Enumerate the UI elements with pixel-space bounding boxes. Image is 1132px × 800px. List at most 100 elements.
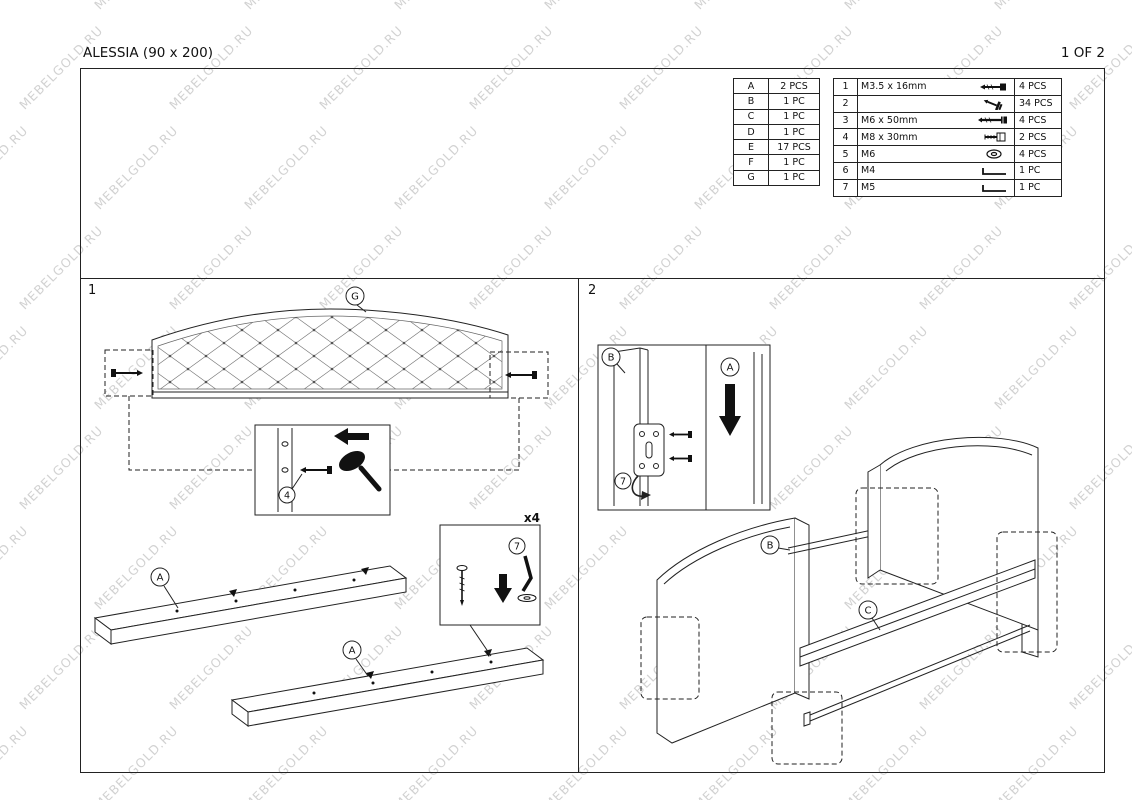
bracket-plate [633,423,665,477]
label-a-upper: A [150,567,179,609]
hardware-num: 7 [833,178,858,197]
svg-text:G: G [351,292,359,303]
step1-number: 1 [88,283,97,298]
step2-illustration: 7 B A [597,344,1058,765]
bracket-screws [669,431,692,462]
hardware-num: 2 [833,94,858,113]
part-label: C [733,108,769,125]
part-label: D [733,123,769,141]
part-qty: 1 PC [768,123,820,141]
hardware-spec: M6 [861,148,876,160]
svg-text:A: A [157,573,164,584]
sheet-border [80,68,1105,773]
dashed-highlight [996,531,1058,653]
hardware-qty: 4 PCS [1014,111,1062,130]
hardware-qty: 34 PCS [1014,94,1062,113]
allen-key-icon [982,167,1006,175]
hardware-spec: M3.5 x 16mm [861,81,927,93]
svg-text:A: A [727,363,734,374]
position-arrow [366,671,374,679]
part-label: B [733,93,769,110]
multiplier-label: x4 [524,511,540,525]
short-screw-icon [983,99,1003,110]
part-label: F [733,154,769,171]
screw-detail-box: x4 7 [439,511,541,657]
label-7: 7 [508,537,526,555]
bolt-icon [505,371,537,379]
hardware-qty: 4 PCS [1014,145,1062,163]
callout-connector-left [128,396,255,471]
hardware-qty: 1 PC [1014,161,1062,180]
hardware-spec: M8 x 30mm [861,131,918,143]
table-row: 2 34 PCS [833,94,1062,113]
bolt-icon [300,466,332,474]
part-label: A [733,77,769,95]
hardware-num: 1 [833,78,858,96]
callout-connector-right [390,398,520,471]
bracket-detail-box: 7 B A [597,344,771,511]
bolt-icon [978,116,1007,124]
wood-screw-icon [980,83,1006,91]
hardware-qty: 4 PCS [1014,78,1062,96]
label-a-detail: A [720,357,740,377]
metal-rail-lower [803,624,1031,727]
down-arrow-icon [719,384,741,436]
hardware-num: 3 [833,111,858,130]
dashed-highlight [640,616,700,700]
svg-text:7: 7 [620,477,626,488]
part-qty: 1 PC [768,93,820,110]
hook-arrow-icon [631,475,651,500]
svg-text:4: 4 [284,491,290,502]
hardware-qty: 2 PCS [1014,128,1062,147]
part-qty: 1 PC [768,154,820,171]
dashed-highlight [771,691,843,765]
panel-divider-vertical [578,278,579,772]
label-a-lower: A [342,640,369,677]
part-qty: 2 PCS [768,77,820,95]
washer-icon [986,149,1002,159]
hardware-spec: M5 [861,182,876,194]
table-row: 5 M6 4 PCS [833,145,1062,163]
svg-text:A: A [349,646,356,657]
svg-text:C: C [865,606,872,617]
hardware-spec: M6 x 50mm [861,114,918,126]
left-bolt-callout [104,349,154,397]
headboard-part [151,308,509,399]
left-arrow-icon [334,428,369,445]
step2-number: 2 [588,283,597,298]
step1-illustration: G [93,286,549,727]
svg-text:B: B [608,353,615,364]
svg-text:B: B [767,541,774,552]
page-indicator: 1 OF 2 [1060,45,1105,61]
part-qty: 17 PCS [768,139,820,156]
allen-key-icon [982,184,1006,192]
page-title: ALESSIA (90 x 200) [83,45,213,61]
side-rail-a-lower [230,647,545,727]
svg-text:7: 7 [514,542,520,553]
bolt-icon [111,369,143,377]
hammer-detail-box: 4 [254,424,391,516]
down-arrow-icon [494,574,512,603]
allen-key-icon [521,555,533,592]
panel-divider-horizontal [80,278,1104,279]
table-row: 7 M5 1 PC [833,178,1062,197]
washer-icon [517,594,537,602]
bed-frame-illustration [640,436,1058,765]
dashed-highlight [855,487,939,585]
side-rail-a-upper [93,565,408,645]
tuft-pattern [157,315,503,390]
screw-icon [456,565,468,606]
label-b-detail: B [601,347,626,374]
label-4: 4 [278,473,303,504]
part-label: G [733,169,769,187]
